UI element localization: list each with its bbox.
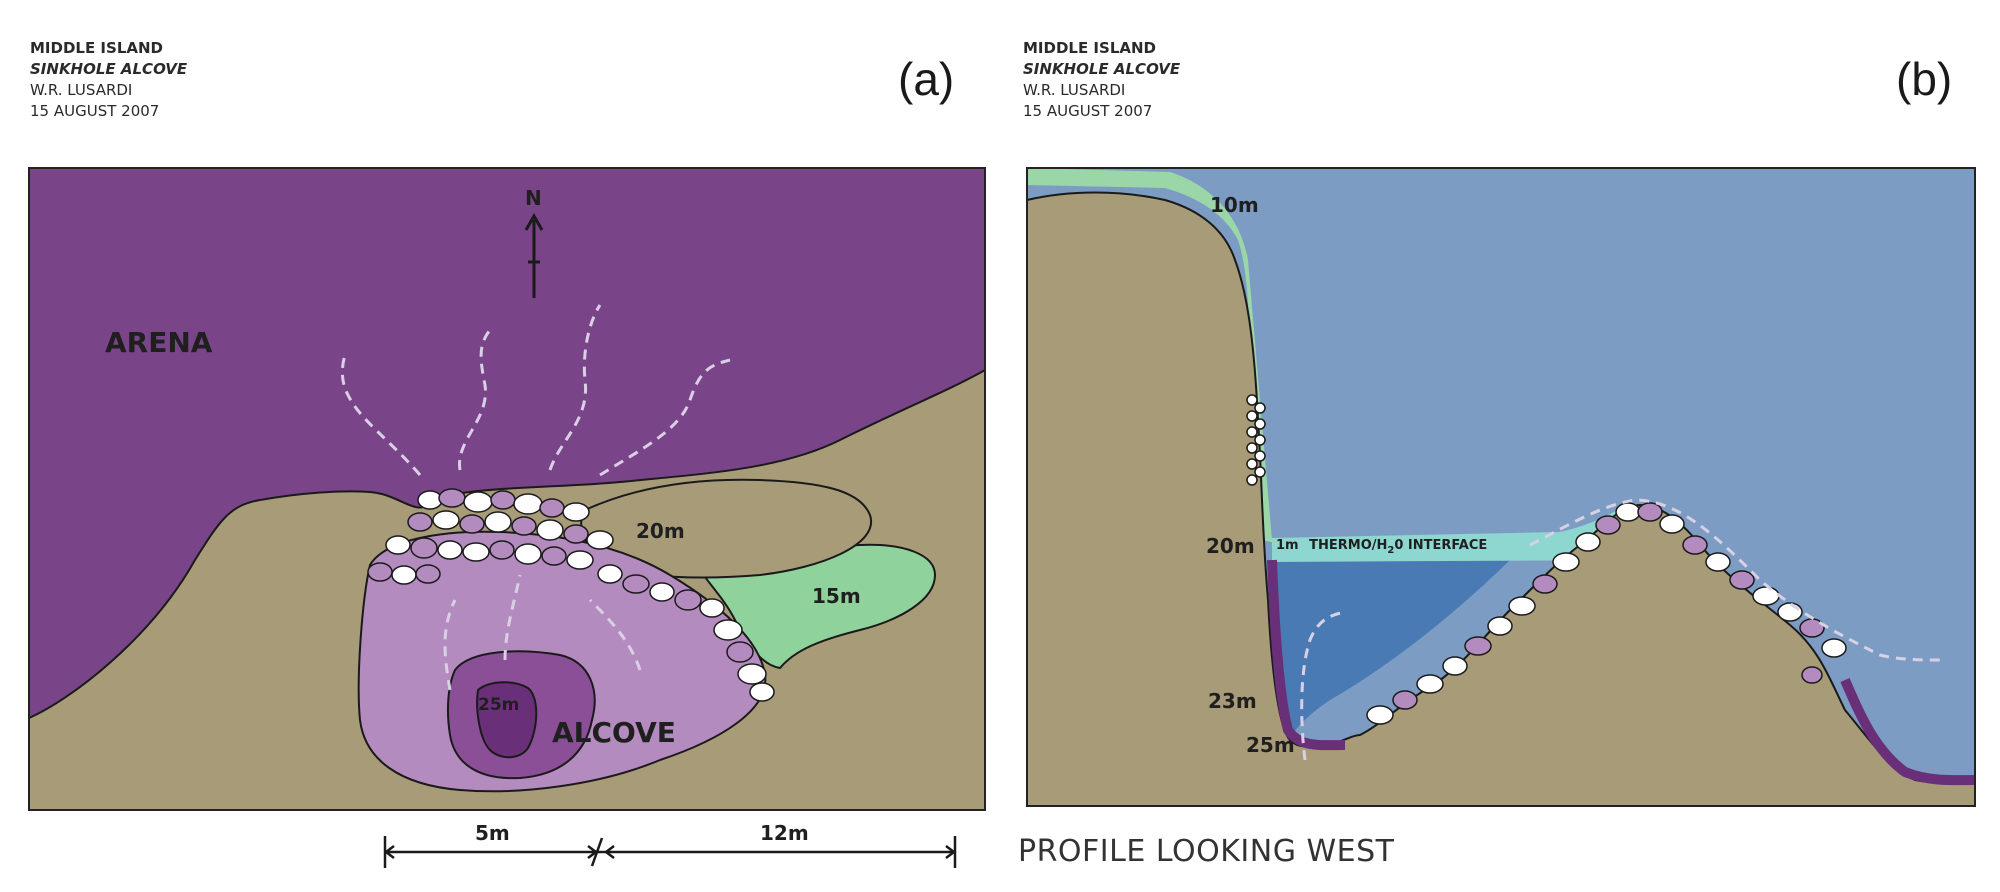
panel-b-profile: 10m 20m 23m 25m 1m THERMO/H20 INTERFACE bbox=[1026, 167, 1976, 807]
rock-profile bbox=[1026, 191, 1976, 807]
flow-arrows bbox=[340, 304, 731, 691]
interface-prefix: 1m bbox=[1276, 538, 1299, 553]
scale-12m-label: 12m bbox=[760, 821, 809, 845]
scale-bar bbox=[383, 836, 957, 868]
depth-25m-label: 25m bbox=[478, 695, 519, 715]
header-site-name: MIDDLE ISLAND bbox=[1023, 39, 1156, 57]
header-date: 15 AUGUST 2007 bbox=[1023, 102, 1153, 120]
depth-15m-label: 15m bbox=[812, 584, 861, 608]
north-arrow bbox=[524, 212, 544, 298]
depth-20m-label: 20m bbox=[1206, 534, 1255, 558]
purple-lining-left bbox=[1267, 559, 1346, 751]
cliff-circles bbox=[1246, 394, 1266, 486]
panel-a-frame bbox=[28, 167, 986, 811]
interface-subscript: 2 bbox=[1387, 545, 1394, 556]
header-location: SINKHOLE ALCOVE bbox=[30, 60, 188, 78]
panel-b-header: MIDDLE ISLAND SINKHOLE ALCOVE W.R. LUSAR… bbox=[1023, 38, 1180, 122]
header-author: W.R. LUSARDI bbox=[1023, 81, 1126, 99]
arena-label: ARENA bbox=[105, 326, 213, 359]
header-author: W.R. LUSARDI bbox=[30, 81, 133, 99]
panel-a-map: N ARENA ALCOVE 20m 15m 25m 5m 12m bbox=[28, 167, 986, 868]
panel-b-letter: (b) bbox=[1896, 53, 1953, 105]
scale-5m-label: 5m bbox=[475, 821, 510, 845]
north-label: N bbox=[525, 186, 542, 210]
profile-flow-arrows bbox=[1300, 498, 1946, 761]
header-location: SINKHOLE ALCOVE bbox=[1023, 60, 1181, 78]
depth-23m-label: 23m bbox=[1208, 689, 1257, 713]
depth-20m-label: 20m bbox=[636, 519, 685, 543]
depth-25m-label: 25m bbox=[1246, 733, 1295, 757]
deep-pool bbox=[1272, 555, 1515, 760]
header-site-name: MIDDLE ISLAND bbox=[30, 39, 163, 57]
alcove-deepest-25m bbox=[476, 681, 538, 759]
purple-lining-right bbox=[1840, 678, 1976, 786]
header-date: 15 AUGUST 2007 bbox=[30, 102, 160, 120]
profile-caption: PROFILE LOOKING WEST bbox=[1018, 834, 1395, 869]
interface-suffix: 0 INTERFACE bbox=[1394, 538, 1487, 553]
panel-b-frame bbox=[1026, 167, 1976, 807]
interface-text: THERMO/H bbox=[1309, 538, 1387, 553]
thermocline-band bbox=[1272, 505, 1625, 562]
panel-a-header: MIDDLE ISLAND SINKHOLE ALCOVE W.R. LUSAR… bbox=[30, 38, 187, 122]
alcove-label: ALCOVE bbox=[552, 716, 676, 749]
panel-a-letter: (a) bbox=[898, 53, 955, 105]
depth-10m-label: 10m bbox=[1210, 193, 1259, 217]
boulder-field bbox=[367, 488, 775, 702]
interface-label: 1m THERMO/H20 INTERFACE bbox=[1276, 538, 1487, 556]
